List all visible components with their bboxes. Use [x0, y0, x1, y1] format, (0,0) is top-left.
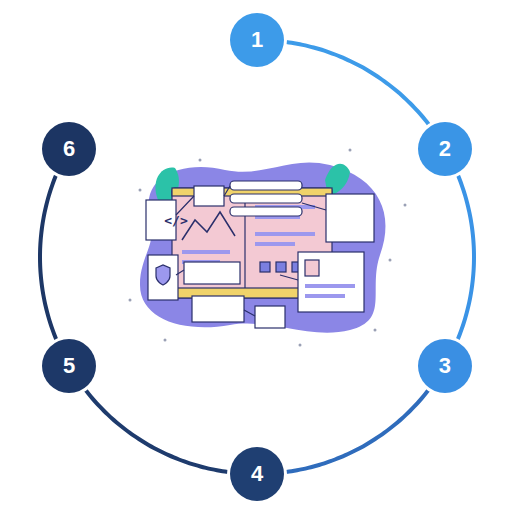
- step-number: 4: [251, 463, 263, 485]
- ring-arc: [286, 42, 429, 124]
- step-circle: 5: [42, 339, 96, 393]
- step-number: 6: [63, 138, 75, 160]
- step-number: 5: [63, 355, 75, 377]
- step-circle: 1: [230, 13, 284, 67]
- step-circle: 2: [418, 122, 472, 176]
- ring-arc: [85, 390, 228, 472]
- ring-arc: [40, 175, 56, 340]
- step-number: 3: [439, 355, 451, 377]
- background-blob: [140, 162, 386, 332]
- sparkle-dots: [129, 149, 407, 347]
- code-symbol: </>: [164, 213, 187, 228]
- step-circle: 6: [42, 122, 96, 176]
- step-circle: 3: [418, 339, 472, 393]
- ring-arc: [286, 390, 429, 472]
- step-number: 1: [251, 29, 263, 51]
- ring-arc: [458, 175, 474, 340]
- step-circle: 4: [230, 447, 284, 501]
- floating-cards: [146, 181, 374, 328]
- step-number: 2: [439, 138, 451, 160]
